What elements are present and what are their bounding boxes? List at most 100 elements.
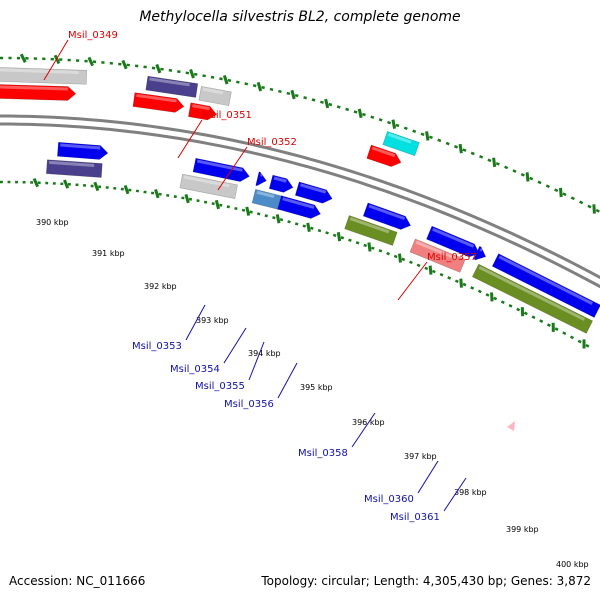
track-dot	[219, 77, 223, 81]
track-tick	[32, 177, 40, 188]
track-tick	[154, 189, 160, 199]
track-dot	[227, 78, 232, 82]
track-dot	[479, 155, 484, 159]
kbp-label: 399 kbp	[506, 525, 539, 534]
kbp-label: 391 kbp	[92, 249, 125, 258]
track-dot	[241, 208, 246, 212]
track-tick	[458, 143, 463, 154]
track-tick	[324, 98, 330, 109]
track-dot	[332, 233, 337, 237]
track-tick	[367, 242, 372, 252]
track-dot	[512, 169, 517, 173]
track-dot	[302, 224, 307, 228]
track-tick	[123, 184, 130, 195]
gene-feature	[382, 131, 420, 157]
track-dot	[595, 208, 600, 213]
gene-feature	[409, 238, 466, 273]
track-dot	[520, 172, 525, 177]
gene-leader-line	[397, 261, 428, 301]
track-dot	[278, 89, 282, 94]
track-dot	[286, 91, 291, 96]
track-tick	[592, 204, 596, 214]
track-dot	[287, 220, 291, 224]
track-dot	[531, 315, 536, 320]
track-tick	[425, 131, 430, 141]
track-dot	[211, 202, 215, 206]
track-tick	[525, 172, 530, 182]
kbp-label: 394 kbp	[248, 349, 281, 358]
track-dot	[585, 343, 590, 348]
gene-label: Msil_0358	[298, 448, 348, 459]
track-tick	[121, 59, 128, 70]
track-dot	[393, 254, 398, 259]
track-tick	[63, 179, 70, 189]
track-dot	[370, 115, 375, 119]
track-dot	[355, 241, 360, 245]
track-tick	[391, 119, 397, 129]
gene-leader-line	[443, 477, 467, 512]
track-tick	[19, 53, 27, 63]
track-dot	[570, 196, 575, 201]
track-dot	[431, 269, 436, 274]
track-dot	[485, 293, 490, 297]
track-dot	[424, 266, 429, 271]
track-dot	[272, 216, 276, 220]
track-dot	[545, 184, 550, 189]
track-tick	[155, 63, 162, 74]
track-dot	[279, 218, 284, 222]
track-tick	[459, 278, 463, 288]
track-tick	[53, 54, 61, 65]
gene-feature	[179, 173, 238, 200]
track-dot	[537, 180, 542, 185]
gene-label: Msil_0349	[68, 30, 118, 41]
gene-leader-line	[217, 146, 248, 191]
track-dot	[439, 272, 444, 277]
track-dot	[577, 339, 582, 344]
track-dot	[340, 236, 345, 240]
gene-label: Msil_0354	[170, 364, 220, 375]
track-dot	[370, 246, 375, 250]
track-dot	[462, 282, 467, 287]
track-dot	[185, 71, 190, 75]
gene-leader-line	[248, 341, 265, 381]
track-dot	[188, 197, 193, 201]
track-dot	[420, 132, 425, 136]
track-dot	[325, 231, 329, 235]
track-dot	[539, 319, 544, 323]
track-dot	[495, 162, 500, 166]
gene-feature	[366, 144, 402, 167]
gene-label: Msil_0357	[427, 252, 477, 263]
track-dot	[500, 300, 505, 304]
track-dot	[202, 74, 206, 78]
track-dot	[252, 84, 257, 88]
track-dot	[311, 98, 316, 102]
track-dot	[249, 210, 253, 214]
track-dot	[193, 72, 198, 76]
gene-leader-line	[417, 460, 439, 494]
kbp-label: 400 kbp	[556, 560, 589, 569]
gene-leader-line	[277, 362, 298, 399]
track-dot	[203, 200, 208, 204]
track-dot	[523, 311, 528, 316]
track-dot	[569, 335, 575, 340]
track-dot	[508, 303, 513, 308]
gene-feature	[192, 157, 250, 182]
track-dot	[437, 138, 442, 143]
track-dot	[378, 249, 383, 253]
track-dot	[264, 214, 269, 218]
track-dot	[462, 148, 467, 152]
track-dot	[416, 263, 421, 268]
track-dot	[454, 279, 459, 283]
track-dot	[361, 112, 366, 117]
track-dot	[454, 145, 459, 149]
track-dot	[317, 228, 322, 233]
track-tick	[184, 194, 190, 204]
track-dot	[529, 176, 534, 181]
gene-feature	[188, 102, 218, 121]
gene-feature	[344, 215, 398, 246]
track-dot	[261, 85, 265, 90]
map-title: Methylocella silvestris BL2, complete ge…	[139, 9, 461, 25]
gene-label: Msil_0356	[224, 399, 274, 410]
gene-feature	[473, 245, 487, 261]
